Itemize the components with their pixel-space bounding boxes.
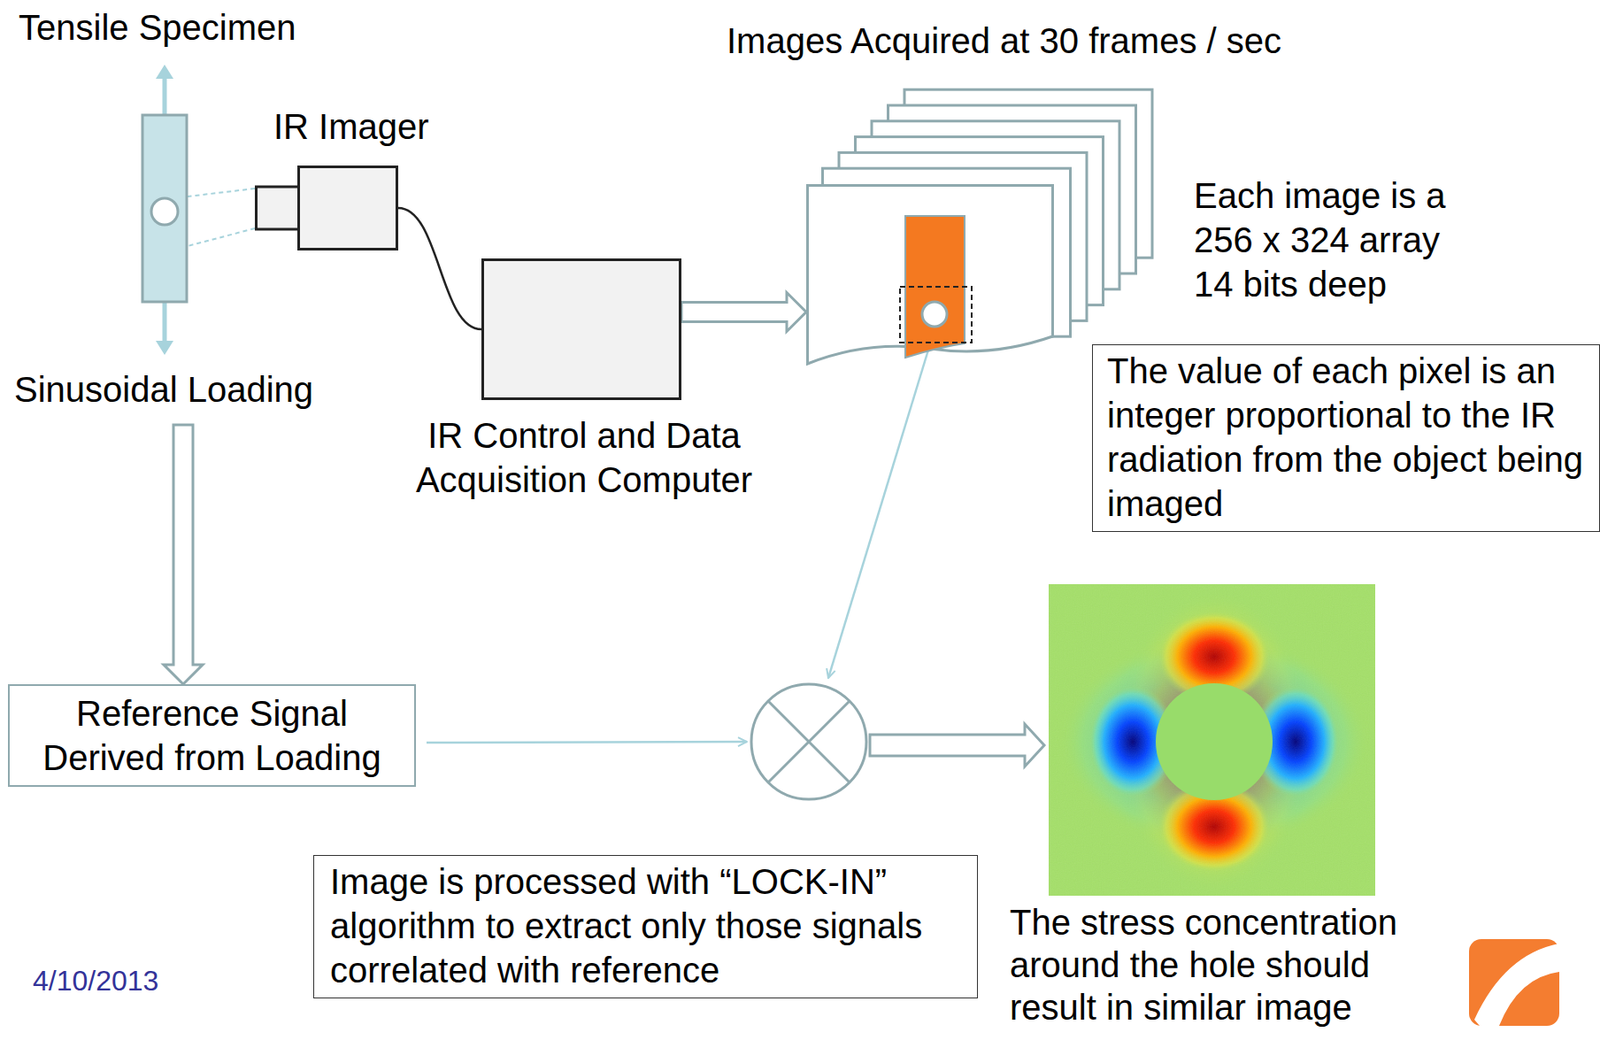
reference-box: Reference Signal Derived from Loading bbox=[7, 684, 416, 787]
image-stack: Images Acquired at 30 frames / sec bbox=[806, 184, 1054, 366]
multiplier-symbol bbox=[751, 684, 867, 800]
node-sublabel: Sinusoidal Loading bbox=[14, 367, 314, 412]
node-label: IR Control and Data Acquisition Computer bbox=[353, 413, 815, 502]
node-label: Tensile Specimen bbox=[18, 5, 297, 50]
node-label: Image is processed with “LOCK-IN” algori… bbox=[330, 859, 963, 993]
ir-imager: IR Imager bbox=[254, 165, 399, 251]
note-text: Each image is a 256 x 324 array 14 bits … bbox=[1193, 173, 1486, 307]
view-line bbox=[187, 188, 255, 197]
node-label: The value of each pixel is an integer pr… bbox=[1107, 348, 1589, 526]
flow-arrow bbox=[163, 424, 203, 685]
region-of-interest bbox=[900, 286, 972, 343]
logo bbox=[1469, 938, 1560, 1026]
node-label: Reference Signal Derived from Loading bbox=[18, 691, 406, 780]
ir-imager-shape bbox=[254, 165, 399, 251]
specimen-hole bbox=[922, 301, 947, 327]
camera-lens bbox=[256, 186, 300, 230]
computer-box: IR Control and Data Acquisition Computer bbox=[481, 258, 682, 400]
note-box: The value of each pixel is an integer pr… bbox=[1092, 344, 1600, 532]
specimen: Tensile SpecimenSinusoidal Loading bbox=[19, 110, 347, 425]
cable bbox=[398, 207, 482, 330]
view-line bbox=[187, 228, 255, 247]
note-box: Image is processed with “LOCK-IN” algori… bbox=[313, 854, 978, 999]
image-frame bbox=[807, 185, 1054, 365]
camera-body bbox=[299, 167, 398, 250]
signal-line bbox=[426, 741, 747, 743]
image-stack-shape bbox=[806, 184, 1054, 366]
specimen-bar bbox=[142, 115, 187, 302]
signal-line bbox=[828, 346, 930, 678]
output-arrow bbox=[869, 723, 1045, 767]
date-text: 4/10/2013 bbox=[32, 962, 159, 999]
node-label: IR Imager bbox=[273, 104, 430, 149]
node-label: Images Acquired at 30 frames / sec bbox=[726, 18, 1282, 63]
caption-text: The stress concentration around the hole… bbox=[1009, 900, 1444, 1029]
load-arrowhead bbox=[155, 64, 174, 79]
load-arrow bbox=[162, 76, 168, 116]
flow-arrow bbox=[681, 292, 807, 332]
load-arrow bbox=[162, 301, 168, 343]
load-arrowhead bbox=[155, 340, 174, 355]
stress-image bbox=[1048, 584, 1376, 896]
specimen-hole bbox=[151, 198, 178, 225]
